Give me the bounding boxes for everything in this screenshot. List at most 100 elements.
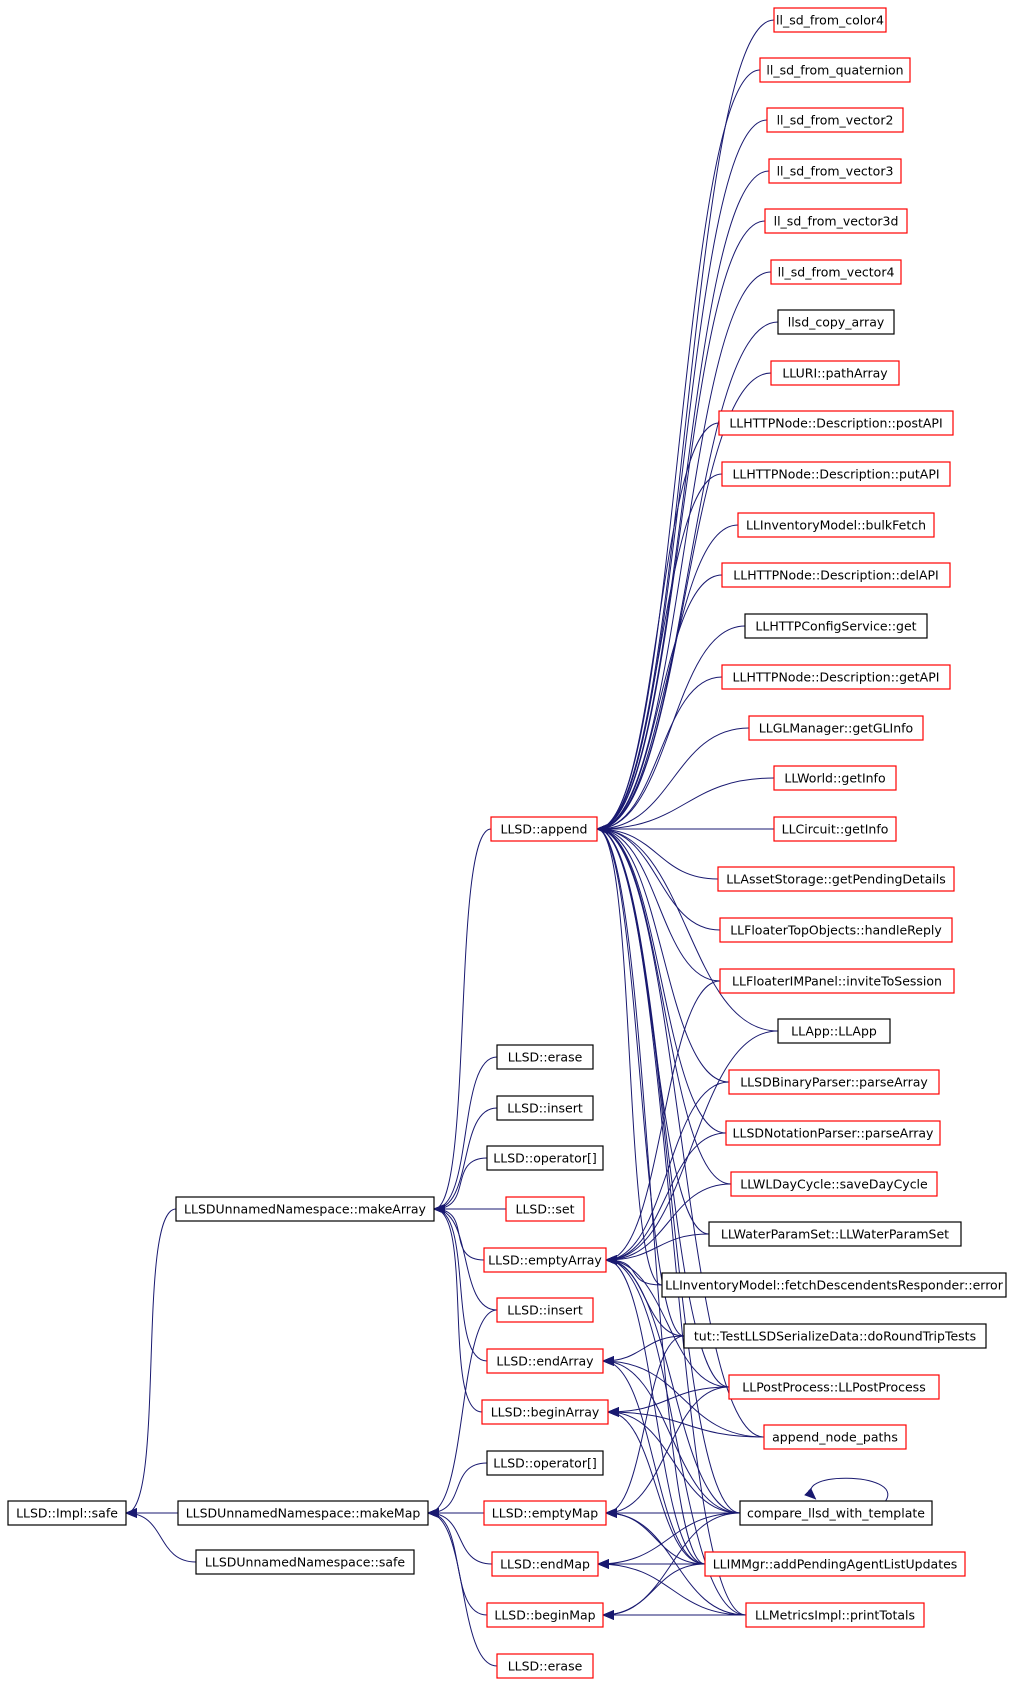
- node-label-ns_safe: LLSDUnnamedNamespace::safe: [205, 1555, 405, 1570]
- node-insert1[interactable]: LLSD::insert: [496, 1095, 594, 1121]
- edge-c8-to-append: [596, 372, 772, 834]
- edge-end_array-to-make_array: [433, 1204, 488, 1362]
- node-label-c26: LLInventoryModel::fetchDescendentsRespon…: [665, 1278, 1004, 1293]
- node-c18[interactable]: LLAssetStorage::getPendingDetails: [717, 866, 955, 892]
- node-c29[interactable]: append_node_paths: [763, 1424, 907, 1450]
- edge-c29-to-begin_array: [607, 1407, 765, 1438]
- edge-c31-to-empty_array: [605, 1255, 706, 1565]
- edge-c16-to-append: [596, 777, 775, 834]
- node-c7[interactable]: llsd_copy_array: [777, 309, 895, 335]
- node-c23[interactable]: LLSDNotationParser::parseArray: [725, 1120, 941, 1146]
- node-empty_map[interactable]: LLSD::emptyMap: [483, 1500, 607, 1526]
- node-box-set: [505, 1196, 585, 1222]
- edge-erase2-to-make_map: [427, 1508, 498, 1667]
- edge-ns_safe-to-safe_impl: [125, 1508, 197, 1563]
- node-box-c12: [721, 562, 951, 588]
- node-end_array[interactable]: LLSD::endArray: [486, 1348, 604, 1374]
- node-c24[interactable]: LLWLDayCycle::saveDayCycle: [730, 1171, 938, 1197]
- node-c5[interactable]: ll_sd_from_vector3d: [764, 208, 908, 234]
- node-label-c9: LLHTTPNode::Description::postAPI: [729, 416, 942, 431]
- node-box-safe_impl: [7, 1500, 127, 1526]
- node-box-erase1: [496, 1044, 594, 1070]
- node-c19[interactable]: LLFloaterTopObjects::handleReply: [719, 917, 953, 943]
- edge-c32-to-empty_array: [605, 1255, 747, 1616]
- node-c4[interactable]: ll_sd_from_vector3: [768, 158, 902, 184]
- edge-insert2-to-make_array: [433, 1204, 498, 1311]
- nodes-layer: LLSD::Impl::safe LLSDUnnamedNamespace::ma…: [7, 7, 1007, 1679]
- node-erase1[interactable]: LLSD::erase: [496, 1044, 594, 1070]
- node-c3[interactable]: ll_sd_from_vector2: [766, 107, 904, 133]
- edge-c14-to-append: [596, 676, 723, 834]
- node-box-c11: [737, 512, 935, 538]
- node-c6[interactable]: ll_sd_from_vector4: [770, 259, 902, 285]
- node-c11[interactable]: LLInventoryModel::bulkFetch: [737, 512, 935, 538]
- node-label-c2: ll_sd_from_quaternion: [766, 63, 903, 78]
- node-box-c28: [728, 1374, 940, 1400]
- node-erase2[interactable]: LLSD::erase: [496, 1653, 594, 1679]
- node-c22[interactable]: LLSDBinaryParser::parseArray: [728, 1069, 940, 1095]
- node-set[interactable]: LLSD::set: [505, 1196, 585, 1222]
- node-c13[interactable]: LLHTTPConfigService::get: [744, 613, 928, 639]
- edges-layer: [125, 19, 889, 1667]
- node-c14[interactable]: LLHTTPNode::Description::getAPI: [721, 664, 951, 690]
- node-c16[interactable]: LLWorld::getInfo: [773, 765, 897, 791]
- node-box-c14: [721, 664, 951, 690]
- node-c15[interactable]: LLGLManager::getGLInfo: [748, 715, 924, 741]
- node-c17[interactable]: LLCircuit::getInfo: [773, 816, 897, 842]
- edge-c30-to-begin_array: [607, 1407, 741, 1514]
- edge-c10-to-append: [596, 473, 723, 834]
- node-c28[interactable]: LLPostProcess::LLPostProcess: [728, 1374, 940, 1400]
- node-c21[interactable]: LLApp::LLApp: [777, 1018, 891, 1044]
- node-c32[interactable]: LLMetricsImpl::printTotals: [745, 1602, 925, 1628]
- node-box-c6: [770, 259, 902, 285]
- node-ns_safe[interactable]: LLSDUnnamedNamespace::safe: [195, 1549, 415, 1575]
- node-label-c30: compare_llsd_with_template: [747, 1506, 925, 1521]
- node-make_map[interactable]: LLSDUnnamedNamespace::makeMap: [177, 1500, 429, 1526]
- node-c26[interactable]: LLInventoryModel::fetchDescendentsRespon…: [661, 1272, 1007, 1298]
- node-label-c28: LLPostProcess::LLPostProcess: [742, 1380, 925, 1395]
- node-c30[interactable]: compare_llsd_with_template: [739, 1500, 933, 1526]
- node-label-begin_array: LLSD::beginArray: [491, 1405, 600, 1420]
- node-end_map[interactable]: LLSD::endMap: [491, 1551, 599, 1577]
- node-label-c25: LLWaterParamSet::LLWaterParamSet: [721, 1227, 949, 1242]
- edge-end_map-to-make_map: [427, 1508, 493, 1565]
- node-box-c8: [770, 360, 900, 386]
- node-c20[interactable]: LLFloaterIMPanel::inviteToSession: [719, 968, 955, 994]
- node-c1[interactable]: ll_sd_from_color4: [773, 7, 887, 33]
- node-op2[interactable]: LLSD::operator[]: [486, 1450, 604, 1476]
- node-box-c13: [744, 613, 928, 639]
- node-box-c15: [748, 715, 924, 741]
- node-begin_array[interactable]: LLSD::beginArray: [481, 1399, 609, 1425]
- node-label-begin_map: LLSD::beginMap: [494, 1608, 595, 1623]
- node-box-c27: [683, 1323, 987, 1349]
- node-c9[interactable]: LLHTTPNode::Description::postAPI: [718, 410, 954, 436]
- node-label-empty_array: LLSD::emptyArray: [488, 1253, 602, 1268]
- edge-c24-to-empty_array: [605, 1183, 732, 1265]
- node-c10[interactable]: LLHTTPNode::Description::putAPI: [721, 461, 951, 487]
- node-c31[interactable]: LLIMMgr::addPendingAgentListUpdates: [704, 1551, 966, 1577]
- node-box-c25: [708, 1221, 962, 1247]
- node-c25[interactable]: LLWaterParamSet::LLWaterParamSet: [708, 1221, 962, 1247]
- node-begin_map[interactable]: LLSD::beginMap: [486, 1602, 604, 1628]
- node-box-make_map: [177, 1500, 429, 1526]
- node-op1[interactable]: LLSD::operator[]: [486, 1145, 604, 1171]
- edge-c28-to-append: [596, 824, 730, 1388]
- node-c8[interactable]: LLURI::pathArray: [770, 360, 900, 386]
- node-box-c7: [777, 309, 895, 335]
- node-label-c11: LLInventoryModel::bulkFetch: [746, 518, 926, 533]
- node-insert2[interactable]: LLSD::insert: [496, 1297, 594, 1323]
- edge-c21-to-append: [596, 824, 779, 1032]
- node-c12[interactable]: LLHTTPNode::Description::delAPI: [721, 562, 951, 588]
- node-c2[interactable]: ll_sd_from_quaternion: [759, 57, 911, 83]
- node-safe_impl[interactable]: LLSD::Impl::safe: [7, 1500, 127, 1526]
- edge-c31-to-begin_array: [607, 1407, 706, 1565]
- node-box-c18: [717, 866, 955, 892]
- edge-c11-to-append: [596, 524, 739, 834]
- node-empty_array[interactable]: LLSD::emptyArray: [483, 1247, 607, 1273]
- edge-c32-to-end_map: [597, 1559, 747, 1616]
- node-label-empty_map: LLSD::emptyMap: [492, 1506, 598, 1521]
- node-c27[interactable]: tut::TestLLSDSerializeData::doRoundTripT…: [683, 1323, 987, 1349]
- node-box-insert2: [496, 1297, 594, 1323]
- node-make_array[interactable]: LLSDUnnamedNamespace::makeArray: [175, 1196, 435, 1222]
- node-append[interactable]: LLSD::append: [490, 816, 598, 842]
